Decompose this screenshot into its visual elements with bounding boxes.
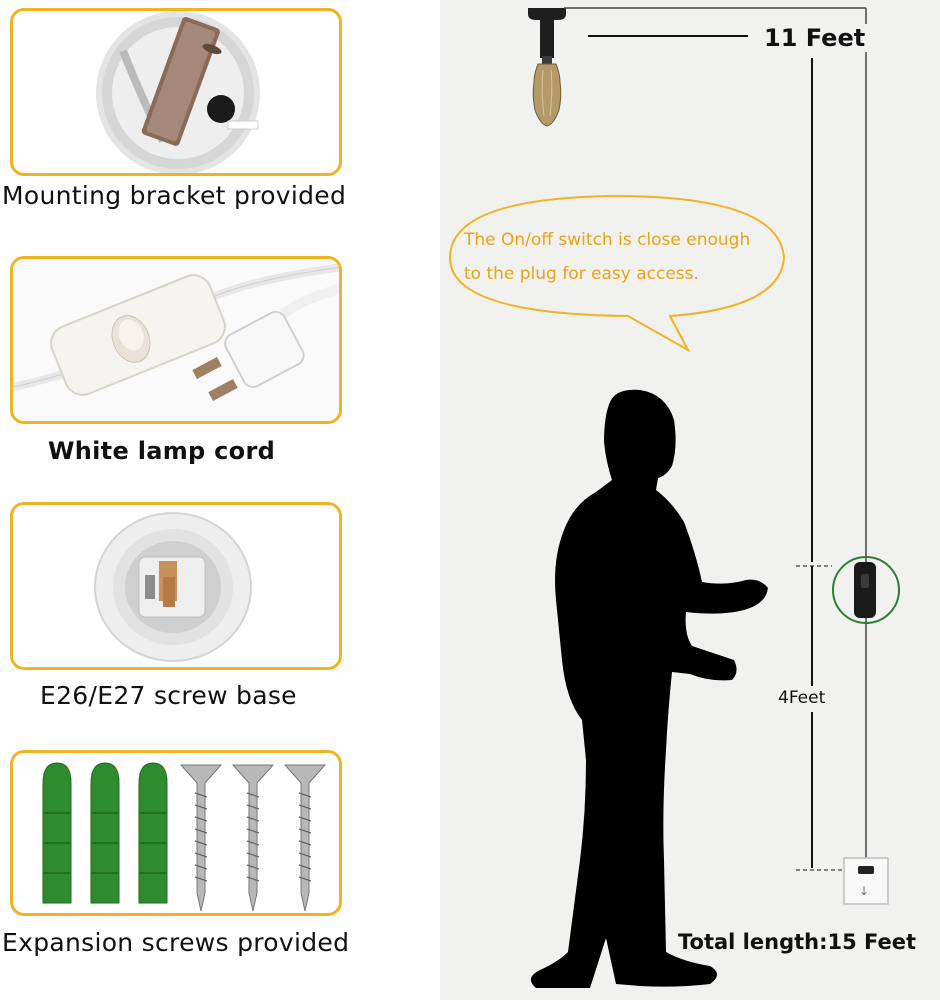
lamp-cord-card bbox=[10, 256, 342, 424]
expansion-screws-card bbox=[10, 750, 342, 916]
screw-base-caption: E26/E27 screw base bbox=[40, 681, 297, 710]
mounting-bracket-caption: Mounting bracket provided bbox=[2, 181, 347, 210]
inline-switch bbox=[854, 562, 876, 618]
screw-base-image bbox=[94, 512, 252, 662]
speech-bubble-line-1: The On/off switch is close enough bbox=[464, 230, 751, 250]
speech-bubble-line-2: to the plug for easy access. bbox=[464, 264, 699, 284]
lamp-cord-caption: White lamp cord bbox=[48, 437, 276, 465]
svg-text:↓: ↓ bbox=[859, 884, 869, 898]
lamp-cord-image bbox=[13, 259, 339, 421]
switch-highlight-circle bbox=[832, 556, 900, 624]
total-length-label: Total length:15 Feet bbox=[678, 930, 917, 954]
expansion-screws-caption: Expansion screws provided bbox=[2, 928, 350, 957]
speech-bubble bbox=[448, 194, 786, 353]
ceiling-lamp-fixture bbox=[528, 8, 566, 127]
mounting-bracket-image bbox=[96, 11, 260, 173]
switch-to-plug-length-label: 4Feet bbox=[778, 688, 826, 708]
expansion-screws-image bbox=[42, 762, 327, 912]
features-column: Mounting bracket provided White lamp cor… bbox=[0, 0, 440, 1000]
wall-outlet bbox=[843, 857, 889, 905]
screw-base-card bbox=[10, 502, 342, 670]
man-silhouette bbox=[530, 389, 768, 988]
diagram-graphics: ↓ bbox=[448, 7, 900, 988]
mounting-bracket-card bbox=[10, 8, 342, 176]
installation-diagram: ↓ 11 Feet The On/off switch is close eno… bbox=[440, 0, 940, 1000]
ceiling-length-label: 11 Feet bbox=[762, 24, 868, 52]
